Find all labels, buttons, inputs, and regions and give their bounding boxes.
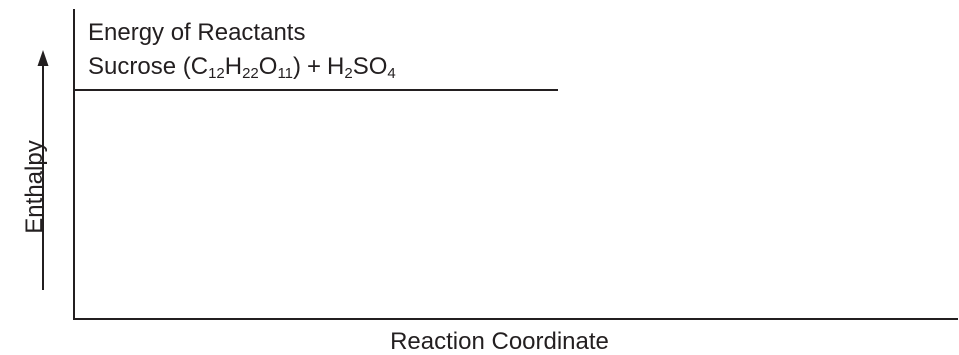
plus-sign: + — [307, 53, 322, 80]
acid-hydrogen-symbol: H — [327, 53, 345, 80]
oxygen-symbol: O — [258, 53, 278, 80]
x-axis-line — [73, 318, 958, 320]
carbon-subscript: 12 — [208, 65, 225, 82]
hydrogen-symbol: H — [224, 53, 243, 80]
carbon-symbol: C — [190, 53, 209, 80]
hydrogen-subscript: 22 — [242, 65, 259, 82]
x-axis-label: Reaction Coordinate — [390, 328, 609, 355]
sucrose-open-paren: ( — [182, 53, 191, 80]
y-axis-line — [73, 9, 75, 320]
arrow-up-icon — [37, 50, 49, 290]
reactant-energy-level-line — [74, 89, 558, 91]
acid-hydrogen-subscript: 2 — [344, 65, 353, 82]
oxygen-subscript: 11 — [277, 65, 294, 82]
sulfate-symbol: SO — [352, 53, 388, 80]
sulfate-subscript: 4 — [387, 65, 396, 82]
reactant-formula: Sucrose (C12H22O11)+H2SO4 — [88, 53, 396, 82]
sucrose-close-paren: ) — [293, 53, 302, 80]
y-axis-label: Enthalpy — [21, 140, 48, 234]
sucrose-name: Sucrose — [88, 53, 177, 80]
reactant-energy-title: Energy of Reactants — [88, 19, 306, 46]
